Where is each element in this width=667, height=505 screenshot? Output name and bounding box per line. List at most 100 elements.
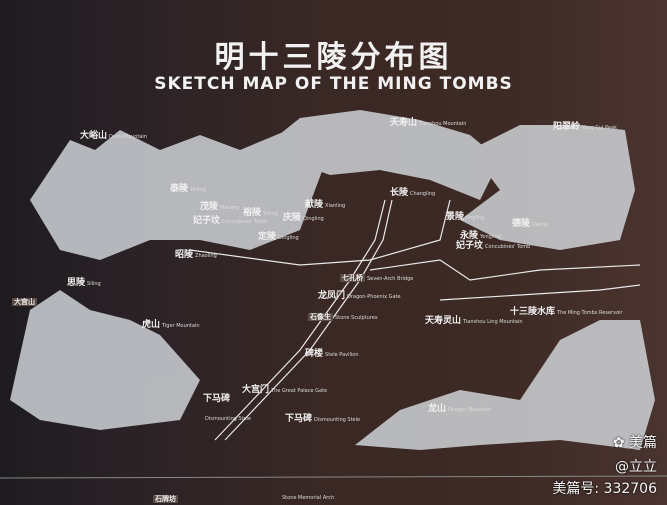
label-stone-memorial-arch-en: Stone Memorial Arch	[280, 484, 334, 503]
label-en: Tianshou Ling Mountain	[463, 319, 523, 325]
label-en: Yang Cui Peak	[582, 125, 617, 131]
label-cn: 虎山	[142, 320, 161, 330]
label-en: The Great Palace Gate	[271, 388, 328, 394]
map-title-chinese: 明十三陵分布图	[214, 40, 453, 75]
label-en: Qingling	[303, 216, 324, 222]
watermark-brand: ✿ 美篇	[613, 432, 657, 452]
label-en: Tianshou Mountain	[419, 121, 467, 127]
label-cn: 石牌坊	[153, 495, 178, 503]
label-cn: 龙凤门	[318, 291, 346, 301]
watermark-brand-text: 美篇	[629, 435, 657, 451]
label-cn: 大宫山	[12, 298, 37, 306]
label-en: Concubines' Tomb	[222, 219, 268, 225]
label-cn: 献陵	[305, 200, 324, 210]
label-en: Dismounting Stele	[205, 416, 252, 422]
watermark-user: @立立	[615, 459, 657, 475]
label-cn: 裕陵	[243, 208, 262, 218]
label-en: Jingling	[466, 215, 485, 221]
label-en: Zhaoling	[195, 253, 217, 259]
label-en: Yongling	[480, 234, 501, 240]
label-cn: 永陵	[460, 231, 479, 241]
label-cn: 阳翠岭	[553, 122, 581, 132]
label-en: Stele Pavilion	[325, 352, 359, 358]
tianshou-mountain	[260, 110, 500, 200]
label-cn: 定陵	[258, 232, 277, 242]
reservoir-shore	[439, 284, 641, 301]
label-en: Seven-Arch Bridge	[367, 276, 414, 282]
label-en: Maoling	[220, 205, 240, 211]
label-cn: 景陵	[446, 212, 465, 222]
river	[369, 259, 641, 281]
label-cn: 天寿山	[390, 118, 418, 128]
sign-frame-edge	[0, 475, 667, 479]
mountains	[10, 110, 655, 450]
label-en: Tailing	[190, 187, 206, 193]
label-dagong-mountain: 大宫山	[12, 289, 37, 308]
label-cn: 碑楼	[305, 349, 324, 359]
label-cn: 七孔桥	[340, 274, 365, 282]
label-cn: 泰陵	[170, 184, 189, 194]
road	[189, 199, 451, 266]
label-en: Stone Memorial Arch	[282, 495, 335, 501]
label-cn: 妃子坟	[456, 241, 484, 251]
label-cn: 龙山	[428, 404, 447, 414]
dayu-mountain	[30, 125, 330, 260]
watermark-id: 美篇号: 332706	[552, 481, 657, 497]
label-en: Concubines' Tomb	[485, 244, 531, 250]
label-en: Siling	[87, 281, 101, 287]
label-cn: 下马碑	[285, 414, 313, 424]
label-cn: 茂陵	[200, 202, 219, 212]
label-en: Tiger Mountain	[162, 323, 200, 329]
label-cn: 天寿灵山	[425, 316, 462, 326]
label-cn: 石像生	[308, 313, 333, 321]
label-en: Dragon Mountain	[448, 407, 492, 413]
label-en: Dragon-Phoenix Gate	[347, 294, 401, 300]
label-en: Dayu Mountain	[109, 134, 147, 140]
label-cn: 长陵	[390, 188, 409, 198]
label-en: Xianling	[325, 203, 346, 209]
label-cn: 十三陵水库	[510, 307, 556, 317]
label-cn: 大宫门	[242, 385, 270, 395]
label-cn: 妃子坟	[193, 216, 221, 226]
label-en: Dingling	[278, 235, 299, 241]
dragon-mountain	[355, 320, 655, 450]
map-title-english: SKETCH MAP OF THE MING TOMBS	[154, 74, 513, 94]
yangcui-peak	[460, 125, 635, 250]
label-en: Dismounting Stele	[314, 417, 361, 423]
label-cn: 昭陵	[175, 250, 194, 260]
label-cn: 下马碑	[203, 394, 231, 404]
label-cn: 大峪山	[80, 131, 108, 141]
label-stone-memorial-arch-cn: 石牌坊	[153, 486, 178, 505]
label-dismounting-stele-west: 下马碑 Dismounting Stele	[203, 386, 251, 424]
label-en: Stone Sculptures	[335, 315, 378, 321]
tiger-mountain	[10, 290, 200, 430]
label-en: Changling	[410, 191, 436, 197]
label-en: Deling	[532, 222, 549, 228]
label-cn: 庆陵	[283, 213, 302, 223]
